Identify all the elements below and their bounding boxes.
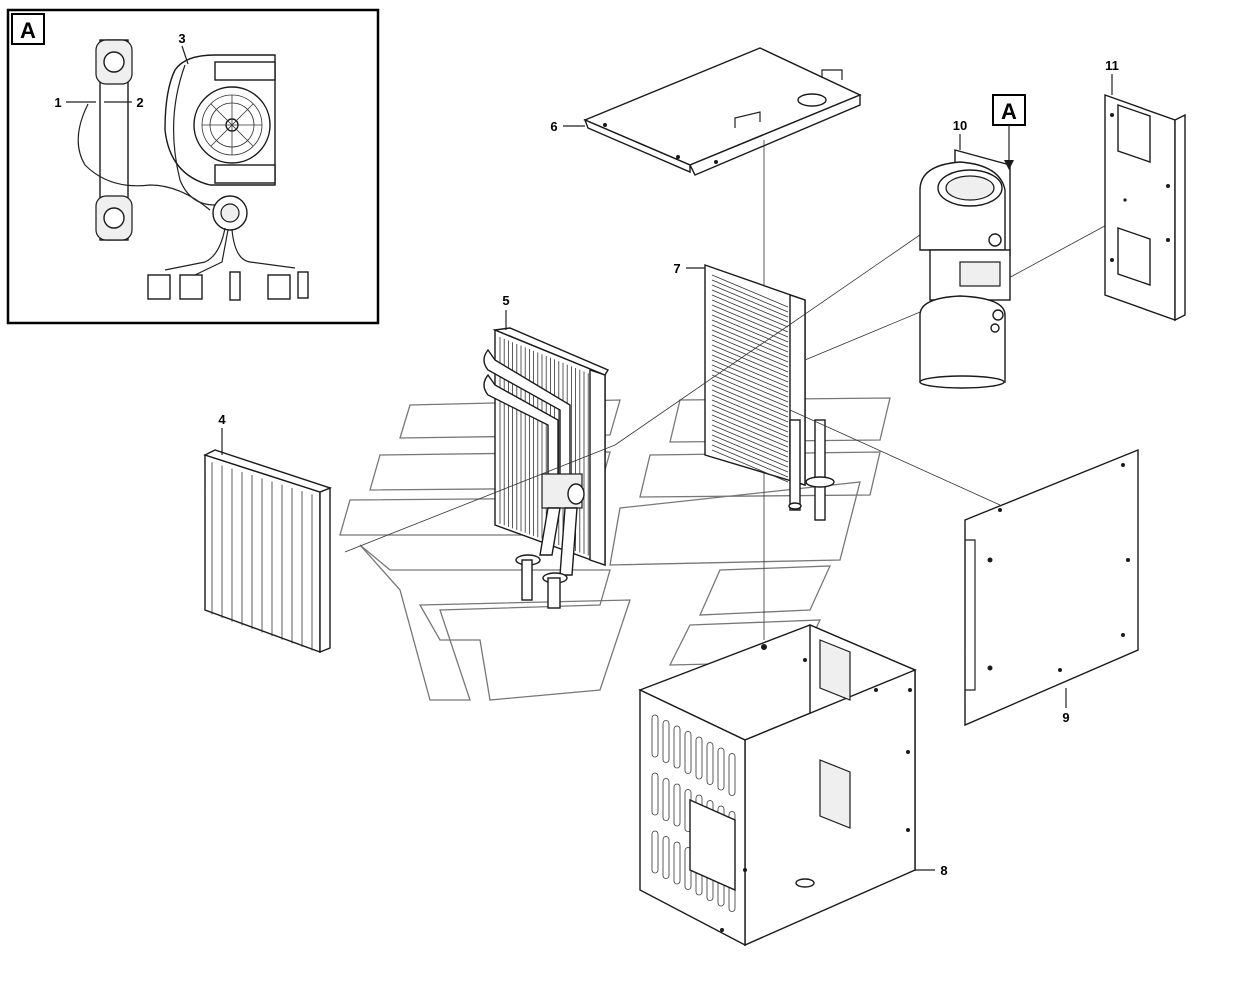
label-10: 10 [953,118,967,133]
label-2: 2 [136,95,143,110]
svg-text:A: A [1001,99,1017,124]
part-4-filter [203,428,333,654]
label-9: 9 [1062,710,1069,725]
label-1: 1 [54,95,61,110]
part-11-side-bracket [1104,74,1186,322]
part-5-evaporator [483,310,610,609]
part-6-top-cover [563,47,862,176]
part-9-side-panel [964,448,1139,727]
label-11: 11 [1105,58,1119,73]
label-7: 7 [673,261,680,276]
label-8: 8 [940,863,947,878]
part-7-heater-core [686,264,835,521]
detail-a-tag: A [20,18,36,43]
label-6: 6 [550,119,557,134]
part-8-housing-box [638,623,935,947]
label-5: 5 [502,293,509,308]
label-3: 3 [178,31,185,46]
label-4: 4 [218,412,226,427]
part-10-blower-unit [919,134,1011,389]
detail-a-inset: A [6,8,380,325]
callout-a-marker: A [992,94,1026,170]
